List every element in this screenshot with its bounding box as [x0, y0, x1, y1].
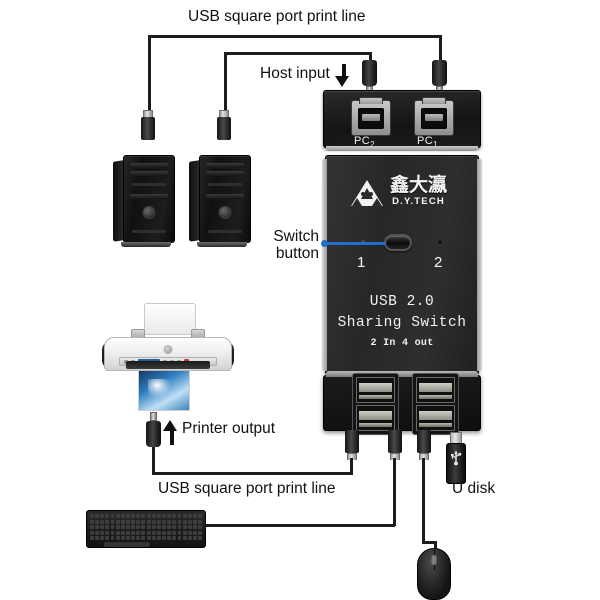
- port-label-pc1-index: 1: [433, 140, 438, 150]
- model-line-2: Sharing Switch: [337, 315, 467, 331]
- mouse: [417, 548, 451, 600]
- usb-b-port-pc2[interactable]: [351, 97, 391, 136]
- usb-a-port-pair-right[interactable]: [412, 373, 459, 435]
- led-indicator-2: [438, 240, 442, 244]
- label-host-input: Host input: [260, 65, 330, 82]
- usb-a-port-1[interactable]: [356, 377, 395, 403]
- device-main-body: 鑫大瀛 D.Y.TECH 1 2 USB 2.0 Sharing Switch …: [322, 155, 482, 375]
- port-label-pc2: PC2: [354, 135, 375, 149]
- cable-mouse-horizontal: [422, 541, 436, 544]
- pc-tower-left: [113, 155, 175, 247]
- cable-pc1-vertical-left: [148, 35, 151, 140]
- usb-a-plug-right-pc: [217, 110, 231, 140]
- usb-b-plug-printer: [146, 412, 161, 447]
- cable-pc1-horizontal-top: [148, 35, 442, 38]
- usb-a-plug-left-pc: [141, 110, 155, 140]
- keyboard: [86, 510, 206, 548]
- cable-pc2-horizontal-top: [224, 52, 372, 55]
- model-line-1: USB 2.0: [369, 294, 435, 310]
- label-switch-button: Switch button: [273, 228, 319, 263]
- port-label-pc1-text: PC: [417, 135, 434, 147]
- device-input-panel: PC2 PC1: [323, 90, 481, 151]
- channel-label-2: 2: [434, 254, 443, 271]
- cable-printer-vertical-left: [152, 432, 155, 474]
- channel-label-1: 1: [357, 254, 366, 271]
- port-label-pc2-text: PC: [354, 135, 371, 147]
- usb-a-plug-keyboard-cable: [388, 430, 402, 460]
- port-label-pc2-index: 2: [370, 140, 375, 150]
- printer: [102, 303, 234, 411]
- leader-dot: [321, 240, 328, 247]
- usb-a-port-2[interactable]: [356, 405, 395, 431]
- brand-english-name: D.Y.TECH: [392, 196, 445, 207]
- brand-chinese-name: 鑫大瀛: [390, 174, 448, 196]
- switch-button[interactable]: [384, 234, 412, 251]
- model-line-3: 2 In 4 out: [370, 338, 434, 349]
- usb-a-port-3[interactable]: [416, 377, 455, 403]
- triangle-logo-icon: [350, 179, 384, 207]
- cable-keyboard-horizontal: [204, 524, 395, 527]
- device-output-panel: [323, 371, 481, 435]
- device-model-text: USB 2.0 Sharing Switch 2 In 4 out: [326, 294, 478, 349]
- cable-mouse-vertical-2: [434, 541, 437, 553]
- cable-keyboard-vertical: [393, 458, 396, 526]
- pc-tower-right: [189, 155, 251, 247]
- usb-a-port-4[interactable]: [416, 405, 455, 431]
- label-top-print-line: USB square port print line: [188, 8, 366, 25]
- cable-printer-horizontal: [152, 472, 353, 475]
- usb-trident-icon: [450, 450, 462, 471]
- usb-a-plug-printer-cable: [345, 430, 359, 460]
- label-u-disk: U disk: [452, 480, 496, 497]
- cable-printer-vertical-right: [350, 458, 353, 475]
- usb-b-port-pc1[interactable]: [414, 97, 454, 136]
- u-disk: [446, 432, 466, 484]
- leader-line: [326, 242, 386, 245]
- brand-logo: 鑫大瀛 D.Y.TECH: [350, 176, 447, 207]
- label-bottom-print-line: USB square port print line: [158, 480, 336, 497]
- usb-a-port-pair-left[interactable]: [352, 373, 399, 435]
- cable-mouse-vertical: [422, 458, 425, 543]
- cable-pc2-vertical-left: [224, 52, 227, 140]
- port-label-pc1: PC1: [417, 135, 438, 149]
- label-printer-output: Printer output: [182, 420, 276, 437]
- usb-a-plug-mouse-cable: [417, 430, 431, 460]
